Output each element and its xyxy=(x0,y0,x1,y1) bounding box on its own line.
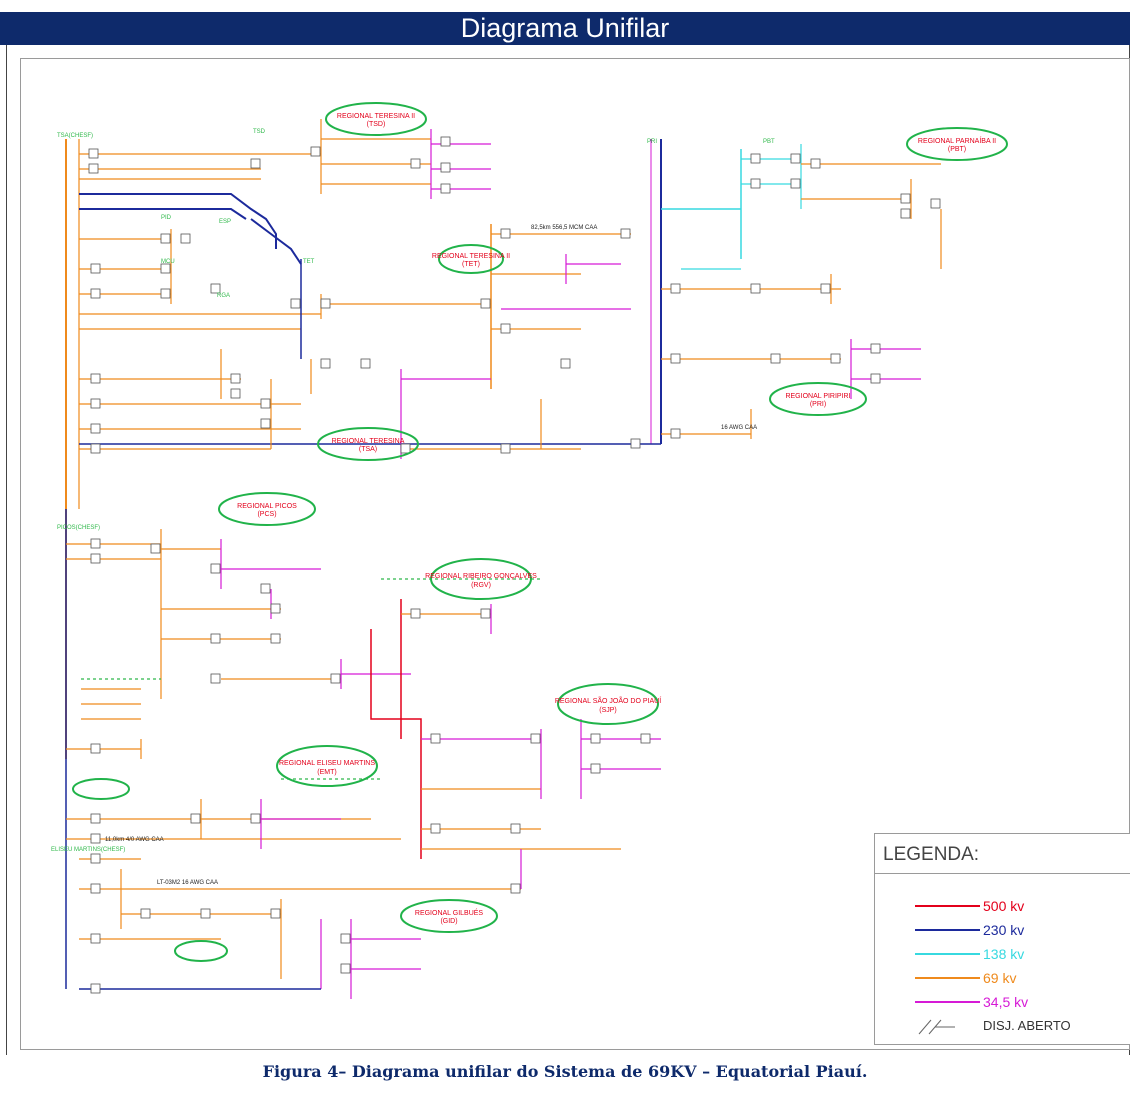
legend-label: 69 kv xyxy=(983,970,1017,986)
region-label: REGIONAL PICOS xyxy=(237,503,297,510)
substation-label: PRI xyxy=(647,139,657,145)
legend: LEGENDA: 500 kv 230 kv 138 kv 69 kv 34,5… xyxy=(874,833,1130,1045)
legend-label: 34,5 kv xyxy=(983,994,1029,1010)
bus-label: PICOS(CHESF) xyxy=(57,525,100,531)
legend-label: 138 kv xyxy=(983,946,1025,962)
region-code: (PBT) xyxy=(948,146,966,153)
legend-item-500kv: 500 kv xyxy=(915,896,1125,916)
diagram-drawing: REGIONAL TERESINA II (TSD) REGIONAL PARN… xyxy=(51,102,1008,999)
region-label: REGIONAL ELISEU MARTINS xyxy=(279,760,375,767)
legend-item-34kv: 34,5 kv xyxy=(915,992,1125,1012)
region-code: (PCS) xyxy=(257,511,276,518)
region-code: (TSA) xyxy=(359,446,377,453)
substation-label: RGA xyxy=(217,293,230,299)
substation-label: TET xyxy=(303,259,315,265)
line-label: 82,5km 556,5 MCM CAA xyxy=(531,225,597,231)
region-code: (PRI) xyxy=(810,401,826,408)
legend-label: 500 kv xyxy=(983,898,1025,914)
figure-caption: Figura 4– Diagrama unifilar do Sistema d… xyxy=(262,1062,868,1081)
region-label: REGIONAL PARNAÍBA II xyxy=(918,136,996,145)
legend-swatch xyxy=(915,1001,980,1003)
open-breaker-icon xyxy=(918,1019,955,1035)
legend-swatch xyxy=(915,929,980,931)
legend-label: DISJ. ABERTO xyxy=(983,1018,1071,1033)
legend-item-230kv: 230 kv xyxy=(915,920,1125,940)
region-code: (TET) xyxy=(462,261,480,268)
line-label: 16 AWG CAA xyxy=(721,425,757,431)
legend-swatch xyxy=(915,977,980,979)
substation-label: PBT xyxy=(763,139,775,145)
substation-label: ESP xyxy=(219,219,231,225)
legend-title: LEGENDA: xyxy=(875,834,1130,874)
legend-item-138kv: 138 kv xyxy=(915,944,1125,964)
legend-swatch xyxy=(915,905,980,907)
region-code: (RGV) xyxy=(471,582,491,589)
page-header: Diagrama Unifilar xyxy=(0,12,1130,45)
line-label: LT-03M2 16 AWG CAA xyxy=(157,880,218,886)
region-label: REGIONAL SÃO JOÃO DO PIAUÍ xyxy=(555,696,661,705)
region-code: (GID) xyxy=(440,918,457,925)
legend-item-69kv: 69 kv xyxy=(915,968,1125,988)
substation-label: PID xyxy=(161,215,172,221)
region-label: REGIONAL TERESINA II xyxy=(432,253,510,260)
bus-label: TSA(CHESF) xyxy=(57,133,93,139)
line-label: 11,0km 4/0 AWG CAA xyxy=(105,837,164,843)
region-label: REGIONAL GILBUÉS xyxy=(415,908,484,917)
region-label: REGIONAL TERESINA II xyxy=(337,113,415,120)
legend-item-open-breaker: DISJ. ABERTO xyxy=(915,1016,1125,1036)
legend-swatch xyxy=(915,953,980,955)
substation-label: TSD xyxy=(253,129,266,135)
substation-label: MCU xyxy=(161,259,175,265)
header-title: Diagrama Unifilar xyxy=(460,13,670,43)
region-code: (TSD) xyxy=(367,121,386,128)
legend-label: 230 kv xyxy=(983,922,1025,938)
region-label: REGIONAL TERESINA xyxy=(332,438,405,445)
region-label: REGIONAL RIBEIRO GONÇALVES xyxy=(425,573,537,580)
region-code: (EMT) xyxy=(317,769,336,776)
bus-label: ELISEU MARTINS(CHESF) xyxy=(51,847,125,853)
region-code: (SJP) xyxy=(599,707,617,714)
region-label: REGIONAL PIRIPIRI xyxy=(785,393,850,400)
